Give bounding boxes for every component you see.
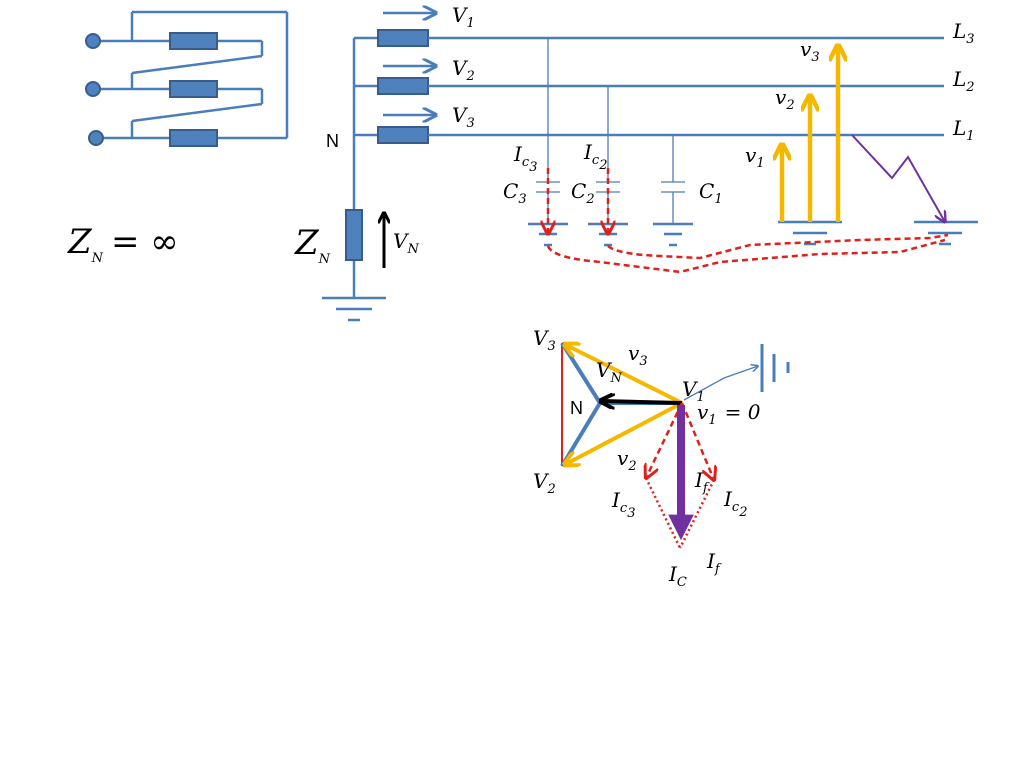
capacitive-current-arrows [548, 168, 949, 274]
source-wiring [322, 36, 386, 322]
phasor-label-V3: V3 [533, 326, 556, 354]
capacitor-network [536, 38, 685, 224]
winding-resistors [169, 32, 218, 147]
vn-label: VN [393, 229, 419, 257]
ground-voltage-arrows [782, 47, 838, 222]
phasor-ground-symbol [760, 344, 790, 392]
label-Ic3: Ic3 [513, 142, 537, 175]
label-L1: L1 [952, 116, 975, 144]
phasor-label-VN: VN [596, 358, 622, 386]
power-lines [428, 36, 944, 137]
label-C1: C1 [699, 179, 723, 207]
label-v2: v2 [775, 85, 795, 113]
phasor-label-If-inner: If [694, 468, 710, 496]
terminal-circles [85, 33, 104, 146]
phasor-label-N: N [570, 398, 583, 418]
label-V2: V2 [452, 56, 475, 84]
label-v3: v3 [800, 37, 820, 65]
label-V3: V3 [452, 103, 475, 131]
source-resistors [345, 29, 429, 261]
phasor-diagram [562, 343, 758, 549]
label-v1: v1 [745, 143, 765, 171]
phasor-label-V2: V2 [533, 469, 556, 497]
phase-voltage-arrows [383, 13, 436, 115]
phasor-label-v1-zero: v1= 0 [697, 400, 761, 428]
zn-label: ZN [294, 223, 331, 267]
phasor-label-v3: v3 [628, 341, 648, 369]
label-L2: L2 [952, 67, 975, 95]
transformer-windings [93, 10, 289, 140]
label-C3: C3 [503, 179, 527, 207]
neutral-label: N [326, 131, 339, 151]
phasor-label-v2: v2 [617, 446, 637, 474]
phasor-label-IC: IC [668, 562, 687, 590]
phasor-label-Ic2: Ic2 [723, 487, 747, 520]
capacitor-grounds [528, 220, 978, 247]
zn-resistor [345, 209, 363, 261]
zn-infinity-label: ZN= ∞ [67, 222, 179, 266]
label-V1: V1 [452, 3, 475, 31]
label-L3: L3 [952, 19, 975, 47]
phasor-label-If-outer: If [706, 549, 722, 577]
label-C2: C2 [571, 179, 595, 207]
phasor-label-Ic3: Ic3 [611, 488, 635, 521]
phasor-label-V1: V1 [682, 377, 705, 405]
label-Ic2: Ic2 [583, 140, 607, 173]
fault-path [851, 134, 945, 222]
